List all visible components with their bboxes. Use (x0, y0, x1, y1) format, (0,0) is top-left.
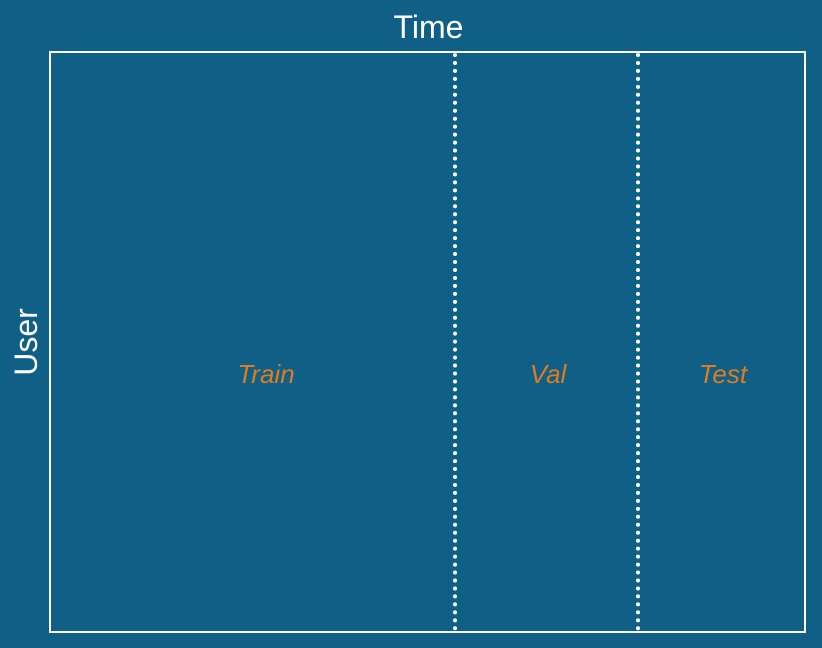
val-segment-label: Val (529, 359, 567, 389)
time-axis-title: Time (393, 9, 464, 45)
train-segment-label: Train (237, 359, 295, 389)
val-test-boundary (636, 53, 640, 631)
train-val-boundary (453, 53, 457, 631)
user-axis-title: User (8, 308, 44, 376)
test-segment-label: Test (698, 359, 748, 389)
data-split-frame: Train Val Test (49, 51, 806, 633)
